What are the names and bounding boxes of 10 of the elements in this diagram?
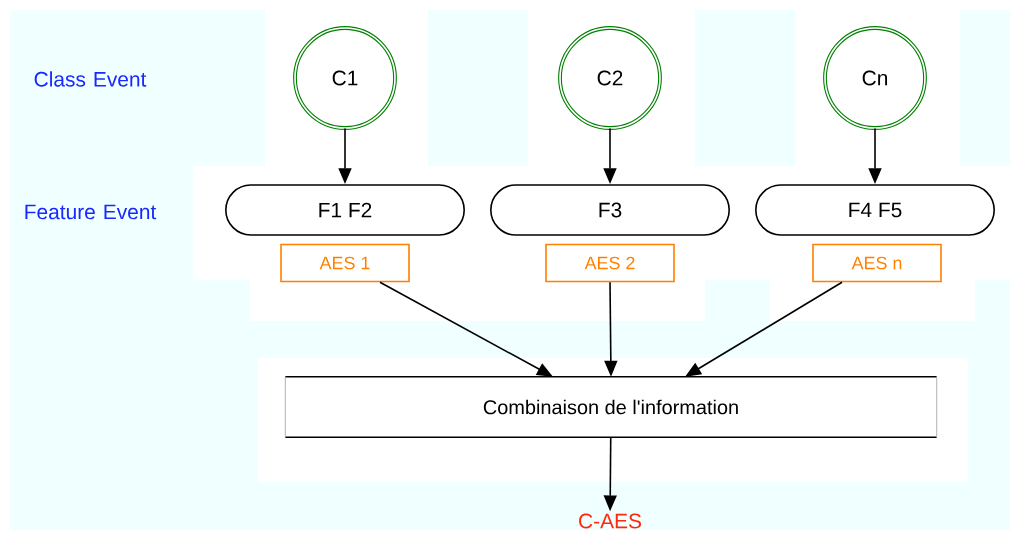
- aes-box: AES 2: [545, 243, 675, 283]
- combination-box: Combinaison de l'information: [284, 376, 938, 438]
- feature-event-pill: F1 F2: [225, 184, 465, 236]
- feature-event-pill: F3: [490, 184, 730, 236]
- row-label: Class Event: [34, 71, 147, 87]
- output-label: C-AES: [579, 513, 641, 529]
- row-label: Feature Event: [25, 204, 157, 220]
- feature-event-pill: F4 F5: [755, 184, 995, 236]
- aes-box: AES n: [812, 243, 942, 283]
- aes-box: AES 1: [280, 243, 410, 283]
